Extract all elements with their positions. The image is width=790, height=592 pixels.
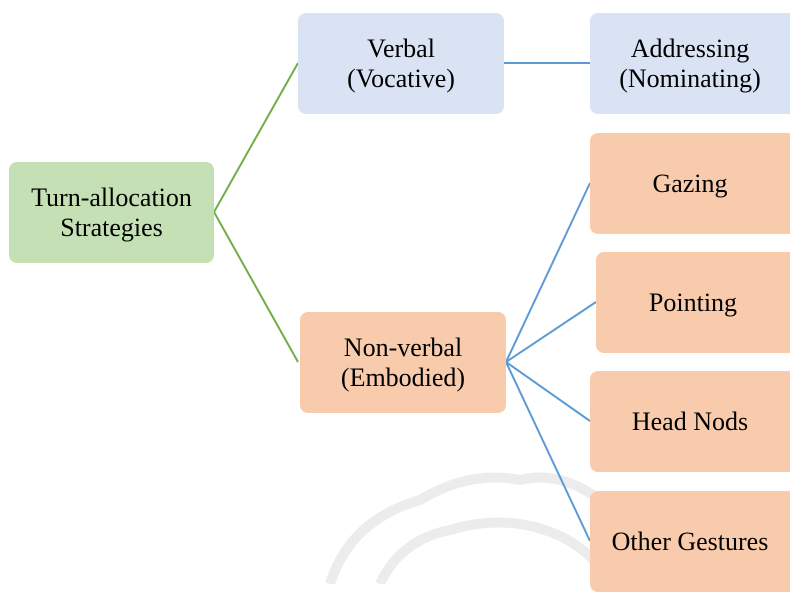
pointing-label: Pointing [648, 287, 738, 317]
verbal-label-line1: Verbal [367, 33, 435, 63]
nonverbal-label-line1: Non-verbal [343, 332, 463, 362]
root-label-line1: Turn-allocation [31, 182, 192, 212]
other-gestures-label: Other Gestures [611, 526, 769, 556]
node-head-nods: Head Nods [590, 371, 790, 472]
connector-nonverbal-pointing [505, 301, 597, 363]
root-label-line2: Strategies [60, 212, 163, 242]
connector-nonverbal-headnods [505, 361, 591, 422]
addressing-label-line2: (Nominating) [619, 63, 761, 93]
gazing-label: Gazing [652, 168, 728, 198]
connector-root-verbal [213, 62, 299, 213]
node-other-gestures: Other Gestures [590, 491, 790, 592]
verbal-label-line2: (Vocative) [347, 63, 455, 93]
node-gazing: Gazing [590, 133, 790, 234]
connector-nonverbal-gazing [505, 182, 591, 363]
node-nonverbal: Non-verbal (Embodied) [300, 312, 506, 413]
connector-nonverbal-othergestures [505, 361, 591, 542]
connector-root-nonverbal [213, 211, 299, 363]
root-node-turn-allocation-strategies: Turn-allocation Strategies [9, 162, 214, 263]
node-pointing: Pointing [596, 252, 790, 353]
node-addressing: Addressing (Nominating) [590, 13, 790, 114]
node-verbal: Verbal (Vocative) [298, 13, 504, 114]
nonverbal-label-line2: (Embodied) [340, 362, 466, 392]
addressing-label-line1: Addressing [630, 33, 750, 63]
head-nods-label: Head Nods [631, 406, 749, 436]
